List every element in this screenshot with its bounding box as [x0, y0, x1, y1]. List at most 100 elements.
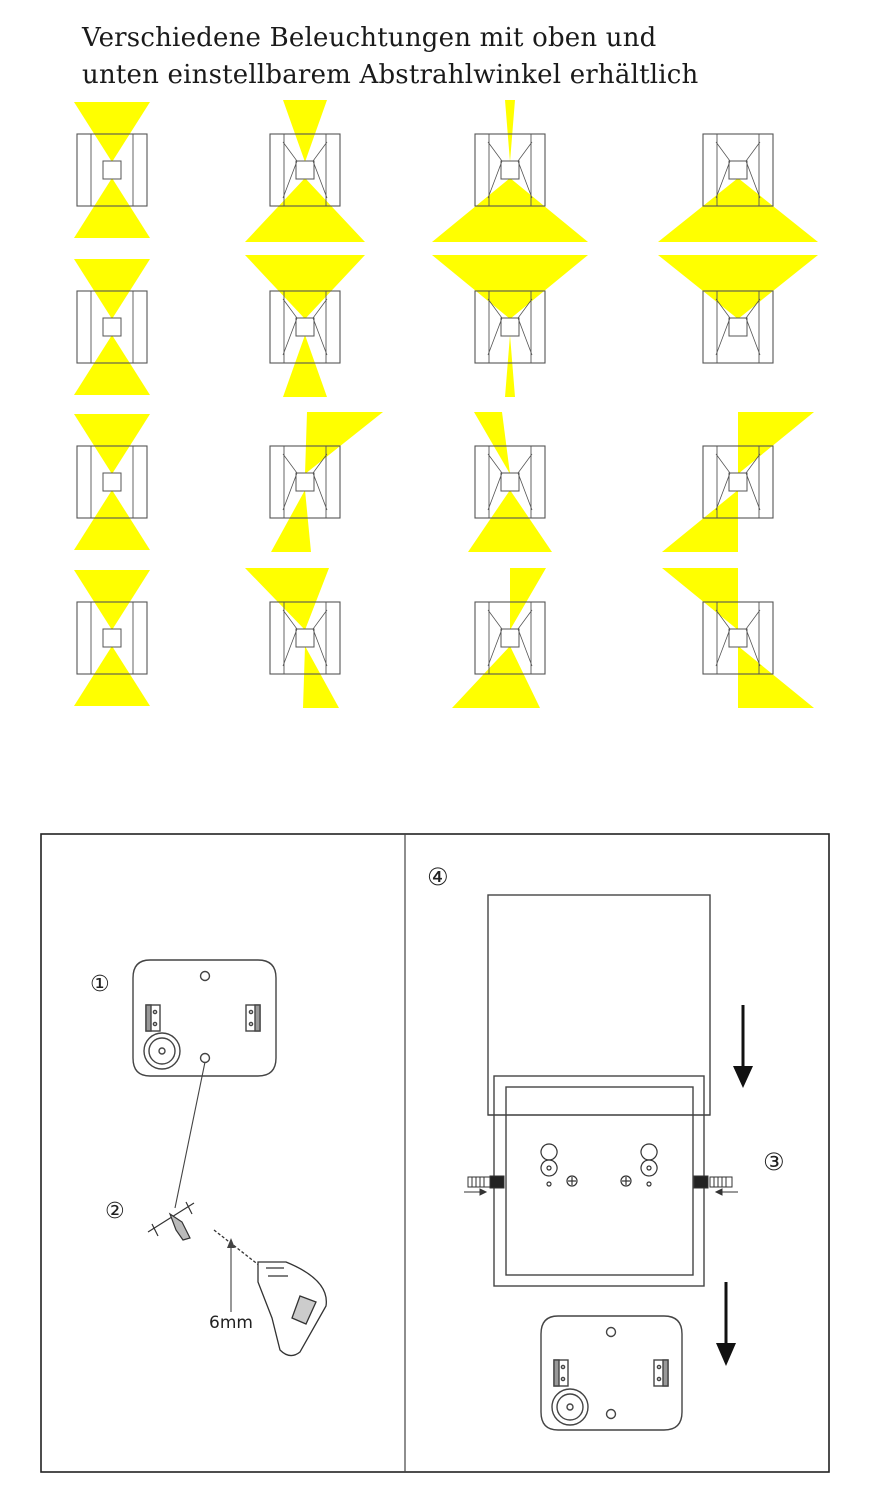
beam-up-r4c3 [510, 568, 546, 630]
reflector-r3c3 [517, 453, 533, 511]
reflector-r2c4 [715, 298, 731, 356]
side-screws [464, 1175, 738, 1196]
fixture-r2c4-core [728, 317, 748, 337]
reflector-r3c4 [745, 453, 761, 511]
fixture-r4c4 [702, 601, 774, 675]
beam-down-r1c1 [74, 178, 150, 238]
beam-down-r3c3 [468, 490, 552, 552]
bracket-keyholes [540, 1143, 658, 1187]
fixture-r4c1 [76, 601, 148, 675]
fixture-r4c4-core [728, 628, 748, 648]
beam-up-r2c4 [658, 255, 818, 319]
down-arrow-icon [733, 1005, 753, 1088]
reflector-r2c3 [517, 298, 533, 356]
fixture-r4c2 [269, 601, 341, 675]
beam-down-r4c3 [452, 646, 540, 708]
fixture-r3c2 [269, 445, 341, 519]
step-4-marker: ④ [427, 863, 449, 891]
reflector-r3c2 [312, 453, 328, 511]
fixture-r1c2 [269, 133, 341, 207]
fixture-r4c3 [474, 601, 546, 675]
step-1-marker: ① [90, 972, 110, 997]
reflector-r1c4 [745, 141, 761, 199]
fixture-r3c2-core [295, 472, 315, 492]
fixture-r1c3 [474, 133, 546, 207]
beam-down-r2c1 [74, 335, 150, 395]
beam-up-r3c1 [74, 414, 150, 474]
reflector-r2c3 [487, 298, 503, 356]
mounting-plate-right [540, 1315, 683, 1431]
reflector-r3c2 [282, 453, 298, 511]
beam-up-r1c3 [505, 100, 515, 162]
reflector-r2c2 [312, 298, 328, 356]
fixture-r3c3 [474, 445, 546, 519]
beam-down-r4c4 [738, 646, 814, 708]
fixture-r3c4-core [728, 472, 748, 492]
beam-up-r2c3 [432, 255, 588, 319]
fixture-r4c1-core [102, 628, 122, 648]
fixture-r4c2-core [295, 628, 315, 648]
beam-up-r1c1 [74, 102, 150, 162]
beam-up-r3c3 [474, 412, 510, 474]
fixture-r3c3-core [500, 472, 520, 492]
reflector-r4c3 [517, 609, 533, 667]
reflector-r4c3 [487, 609, 503, 667]
reflector-r2c4 [745, 298, 761, 356]
reflector-r4c4 [715, 609, 731, 667]
beam-down-r1c3 [432, 178, 588, 242]
reflector-r1c4 [715, 141, 731, 199]
beam-down-r1c2 [245, 178, 365, 242]
beam-up-r2c1 [74, 259, 150, 319]
beam-down-r3c2 [271, 490, 311, 552]
reflector-r3c3 [487, 453, 503, 511]
fixture-r1c4 [702, 133, 774, 207]
reflector-r4c2 [282, 609, 298, 667]
beam-angle-grid [74, 100, 818, 708]
mounting-plate-left [132, 959, 277, 1077]
fixture-r2c3 [474, 290, 546, 364]
fixture-r1c3-core [500, 160, 520, 180]
beam-up-r4c2 [245, 568, 329, 630]
reflector-r1c2 [312, 141, 328, 199]
beam-down-r3c4 [662, 490, 738, 552]
headline: Verschiedene Beleuchtungen mit oben und … [82, 20, 698, 94]
step-2-marker: ② [105, 1199, 125, 1224]
beam-up-r3c2 [305, 412, 383, 474]
fixture-r1c2-core [295, 160, 315, 180]
fixture-r2c2 [269, 290, 341, 364]
fixture-r3c1-core [102, 472, 122, 492]
fixture-r2c1-core [102, 317, 122, 337]
installation-frame [40, 833, 830, 1473]
beam-down-r3c1 [74, 490, 150, 550]
drill-size-arrowhead [227, 1238, 235, 1248]
reflector-r4c4 [745, 609, 761, 667]
fixture-r2c3-core [500, 317, 520, 337]
wall-anchor [147, 1201, 195, 1241]
reflector-r3c4 [715, 453, 731, 511]
mounting-bracket-inner [505, 1086, 694, 1276]
fixture-r3c4 [702, 445, 774, 519]
headline-line-1: Verschiedene Beleuchtungen mit oben und [82, 23, 657, 53]
reflector-r1c3 [487, 141, 503, 199]
fixture-r4c3-core [500, 628, 520, 648]
beam-down-r2c3 [505, 335, 515, 397]
beam-down-r4c2 [303, 646, 339, 708]
beam-up-r2c2 [245, 255, 365, 319]
fixture-r1c1 [76, 133, 148, 207]
fixture-r2c4 [702, 290, 774, 364]
fixture-r2c2-core [295, 317, 315, 337]
reflector-r4c2 [312, 609, 328, 667]
drill-size-label: 6mm [209, 1313, 253, 1333]
step-3-marker: ③ [763, 1148, 785, 1176]
fixture-r1c4-core [728, 160, 748, 180]
leader-line [174, 1061, 206, 1209]
down-arrow-icon [716, 1282, 736, 1366]
beam-up-r1c2 [283, 100, 327, 162]
drill-icon [213, 1229, 327, 1357]
reflector-r2c2 [282, 298, 298, 356]
fixture-r1c1-core [102, 160, 122, 180]
beam-down-r2c2 [283, 335, 327, 397]
reflector-r1c3 [517, 141, 533, 199]
fixture-r2c1 [76, 290, 148, 364]
